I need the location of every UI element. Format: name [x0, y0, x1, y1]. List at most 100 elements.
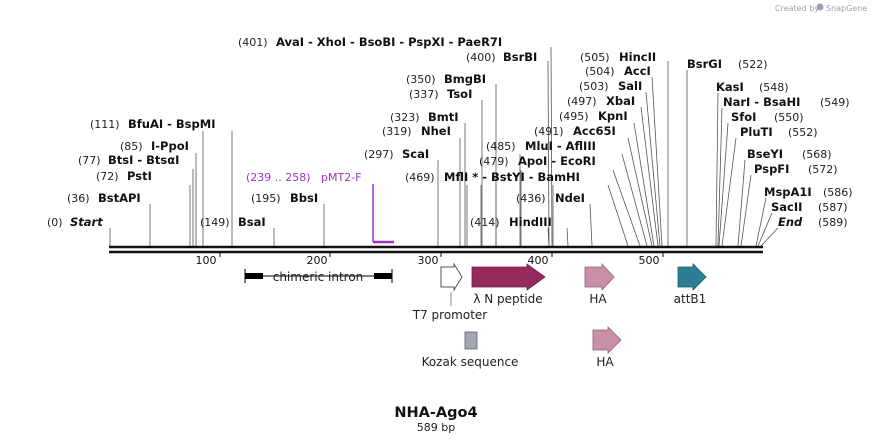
site-acci-label: AccI: [624, 64, 651, 78]
site-pluti-label: PluTI: [740, 125, 773, 139]
credit-text: Created by: [775, 4, 819, 13]
primer-pmt2-f-arrow: [372, 184, 394, 244]
site-bmti-label: BmtI: [428, 110, 459, 124]
tick-300: 300: [418, 254, 439, 267]
primer-range: (239 .. 258): [246, 171, 311, 184]
site-sali-label: SalI: [618, 79, 642, 93]
snapgene-logo: [816, 3, 824, 11]
site-ippoi-pos: (85): [120, 140, 143, 153]
site-avai-pos: (401): [238, 36, 268, 49]
site-start-label: Start: [70, 215, 103, 229]
site-mfli-label: MflI * - BstYI - BamHI: [444, 170, 580, 184]
site-bsrgi-pos: (522): [738, 58, 768, 71]
site-hindiii-pos: (414): [470, 216, 500, 229]
map-length: 589 bp: [417, 421, 455, 434]
site-mlui-label: MluI - AflIII: [525, 139, 596, 153]
site-mlui-pos: (485): [486, 140, 516, 153]
site-ndei-label: NdeI: [555, 191, 585, 205]
site-hincii-label: HincII: [619, 50, 656, 64]
site-acci-pos: (504): [585, 65, 615, 78]
site-bbsi-label: BbsI: [290, 191, 318, 205]
site-pspfi-pos: (572): [808, 163, 838, 176]
site-bseyi-pos: (568): [802, 148, 832, 161]
feature-lambda-n-arrow: [471, 263, 546, 291]
site-btsi-pos: (77): [78, 154, 101, 167]
site-bmgbi-label: BmgBI: [444, 72, 486, 86]
site-xbai-label: XbaI: [606, 94, 635, 108]
map-title: NHA-Ago4: [394, 405, 477, 421]
site-bsrbi-label: BsrBI: [503, 50, 537, 64]
tick-100: 100: [196, 254, 217, 267]
site-nhei-pos: (319): [382, 125, 412, 138]
site-bsai-label: BsaI: [238, 215, 266, 229]
site-sali-pos: (503): [579, 80, 609, 93]
site-scai-label: ScaI: [402, 147, 429, 161]
site-kasi-pos: (548): [759, 81, 789, 94]
site-xbai-pos: (497): [567, 95, 597, 108]
site-mfli-pos: (469): [405, 171, 435, 184]
site-hincii-pos: (505): [580, 51, 610, 64]
site-acc65i-label: Acc65I: [573, 124, 616, 138]
site-bsrbi-pos: (400): [466, 51, 496, 64]
site-nari-pos: (549): [820, 96, 850, 109]
tick-400: 400: [528, 254, 549, 267]
site-mspa1i-pos: (586): [823, 186, 853, 199]
site-apoi-label: ApoI - EcoRI: [518, 154, 596, 168]
site-bmti-pos: (323): [390, 111, 420, 124]
feature-t7-label: T7 promoter: [412, 308, 488, 322]
site-tsoi-label: TsoI: [447, 87, 472, 101]
site-pluti-pos: (552): [788, 126, 818, 139]
ruler: [219, 252, 664, 257]
feature-intron-label: chimeric intron: [273, 270, 364, 284]
site-tsoi-pos: (337): [409, 88, 439, 101]
site-bbsi-pos: (195): [251, 192, 281, 205]
feature-chimeric-intron: [244, 269, 393, 283]
site-bstapi-label: BstAPI: [98, 191, 141, 205]
site-sfoi-pos: (550): [774, 111, 804, 124]
site-hindiii-label: HindIII: [509, 215, 552, 229]
site-bsai-pos: (149): [200, 216, 230, 229]
site-end-label: End: [778, 215, 803, 229]
primer-name: pMT2-F: [321, 171, 362, 184]
feature-ha-arrow-2: [592, 326, 622, 354]
site-start-pos: (0): [47, 216, 63, 229]
site-bfuai-pos: (111): [90, 118, 120, 131]
site-sacii-pos: (587): [818, 201, 848, 214]
credit-brand: SnapGene: [826, 4, 867, 13]
site-kpni-pos: (495): [559, 110, 589, 123]
feature-ha-arrow-1: [584, 262, 615, 292]
site-nari-label: NarI - BsaHI: [723, 95, 800, 109]
site-kasi-label: KasI: [716, 80, 744, 94]
feature-ha2-label: HA: [596, 355, 614, 369]
site-apoi-pos: (479): [479, 155, 509, 168]
feature-lambda-label: λ N peptide: [473, 292, 542, 306]
site-end-pos: (589): [818, 216, 848, 229]
site-nhei-label: NheI: [421, 124, 451, 138]
feature-kozak-label: Kozak sequence: [422, 355, 519, 369]
site-bmgbi-pos: (350): [406, 73, 436, 86]
feature-kozak-box: [464, 331, 478, 350]
site-psti-label: PstI: [127, 169, 152, 183]
site-bsrgi-label: BsrGI: [687, 57, 722, 71]
site-ippoi-label: I-PpoI: [151, 139, 189, 153]
feature-ha1-label: HA: [589, 292, 607, 306]
site-scai-pos: (297): [364, 148, 394, 161]
site-pspfi-label: PspFI: [754, 162, 789, 176]
site-sacii-label: SacII: [771, 200, 802, 214]
site-mspa1i-label: MspA1I: [764, 185, 812, 199]
site-bseyi-label: BseYI: [747, 147, 783, 161]
site-sfoi-label: SfoI: [731, 110, 756, 124]
site-bstapi-pos: (36): [67, 192, 90, 205]
site-psti-pos: (72): [96, 170, 119, 183]
site-ndei-pos: (436): [516, 192, 546, 205]
feature-attb1-label: attB1: [674, 292, 707, 306]
site-avai-label: AvaI - XhoI - BsoBI - PspXI - PaeR7I: [276, 35, 502, 49]
tick-200: 200: [307, 254, 328, 267]
tick-500: 500: [639, 254, 660, 267]
feature-t7-promoter-arrow: [440, 262, 463, 292]
feature-attb1-arrow: [677, 263, 707, 291]
site-btsi-label: BtsI - BtsαI: [108, 153, 179, 167]
restriction-sites: (0) Start (36) BstAPI (72) PstI (77) Bts…: [47, 35, 853, 229]
site-acc65i-pos: (491): [534, 125, 564, 138]
